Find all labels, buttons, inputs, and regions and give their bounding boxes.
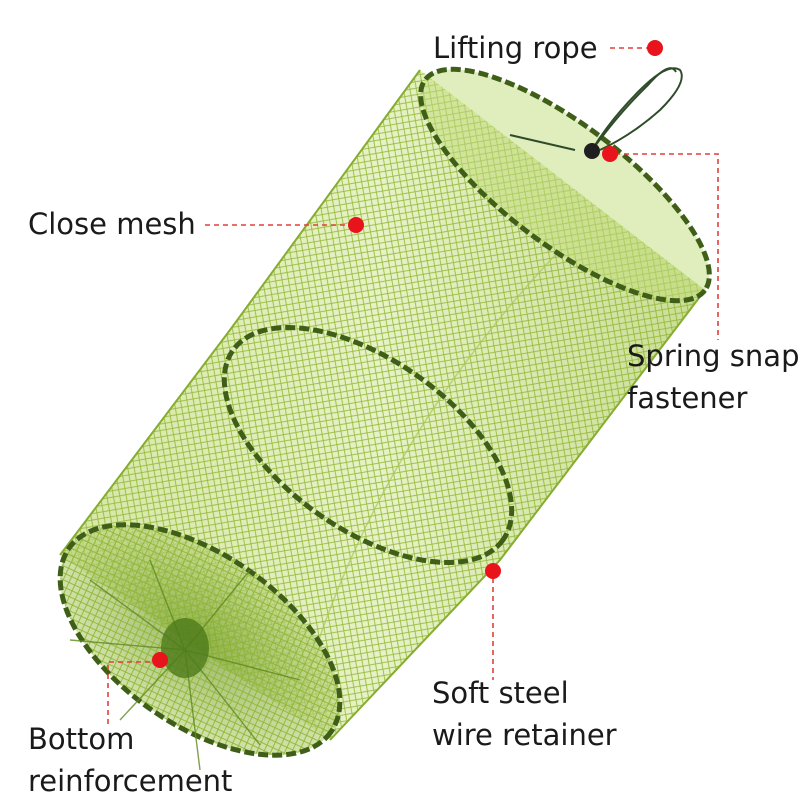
top-ring (418, 66, 712, 304)
label-spring-snap-line1: Spring snap (627, 339, 800, 373)
callout-leaders (107, 47, 719, 728)
label-bottom-line1: Bottom (28, 722, 135, 756)
marker-lifting-rope (647, 40, 663, 56)
lifting-rope (509, 67, 683, 151)
marker-bottom (152, 652, 168, 668)
label-spring-snap-line2: fastener (627, 381, 748, 415)
callout-markers (152, 40, 663, 668)
spring-snap-fastener (584, 143, 600, 159)
label-bottom-line2: reinforcement (28, 764, 233, 798)
bottom-ring (57, 522, 343, 771)
marker-soft-steel (485, 563, 501, 579)
label-soft-steel-line2: wire retainer (432, 718, 617, 752)
label-soft-steel-line1: Soft steel (432, 676, 569, 710)
label-close-mesh: Close mesh (28, 207, 196, 241)
marker-close-mesh (348, 217, 364, 233)
marker-spring-snap (602, 146, 618, 162)
middle-ring (221, 325, 515, 565)
label-lifting-rope: Lifting rope (433, 31, 598, 65)
